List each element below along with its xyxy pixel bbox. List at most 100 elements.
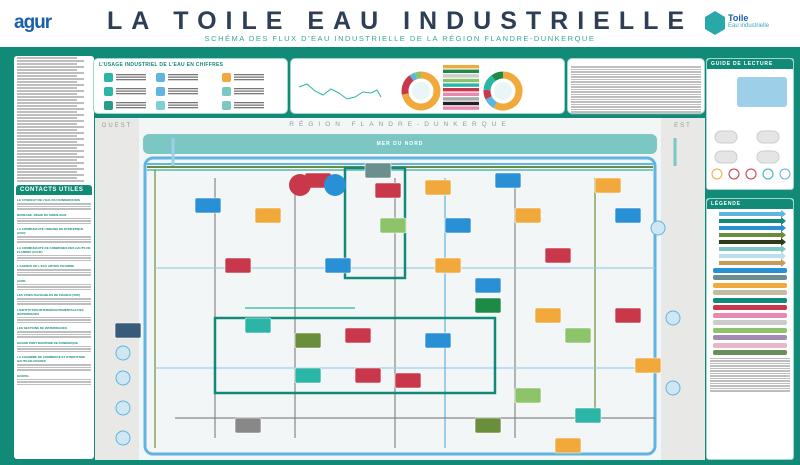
text-line [571,71,701,73]
water-source-icon [115,430,131,446]
contacts-title: CONTACTS UTILES [16,185,92,195]
facility-node [424,179,452,196]
water-source-icon [115,370,131,386]
text-line [571,68,701,70]
legend-flow-arrow [719,245,786,253]
text-line [17,138,84,140]
text-line [17,108,84,110]
text-line [17,220,91,222]
text-line [17,286,91,288]
figure-icon [222,87,231,96]
credits-line [710,387,790,389]
contact-heading: ECOPAL [17,373,30,378]
text-line [571,78,701,80]
text-line [17,72,84,74]
text-line [571,66,701,68]
legend-category [713,335,787,340]
legend-flow-arrow [719,231,786,239]
text-line [116,74,146,76]
figure-icon [104,87,113,96]
text-line [168,93,198,95]
facility-node [554,437,582,454]
contact-heading: LA COMMUNAUTÉ DE COMMUNES DES HAUTS DE F… [17,245,91,254]
donut-segment [409,72,418,81]
credits-line [710,365,790,367]
contact-heading: AURE [17,278,26,283]
text-line [571,91,701,93]
facility-node [474,297,502,314]
text-line [571,111,701,113]
text-line [17,378,91,380]
legend-flow-arrow [719,210,786,218]
text-line [17,205,91,207]
text-line [17,174,84,176]
text-line [571,108,701,110]
credits-line [710,375,790,377]
text-line [17,259,91,261]
text-line [571,101,701,103]
legend-swatch [443,74,479,78]
text-line [234,88,264,90]
text-line [17,177,77,179]
facility-node [244,317,272,334]
text-line [17,238,91,240]
legend-category [713,297,787,303]
facility-node [364,162,392,179]
donut-segment [483,75,496,91]
credits-line [710,377,790,379]
legend-panel: LÉGENDE [706,198,794,460]
guide-symbol-icon [711,168,723,180]
facility-node [424,332,452,349]
figures-icons [104,73,264,110]
treatment-plant [324,174,346,196]
text-line [17,120,84,122]
header: agur LA TOILE EAU INDUSTRIELLE SCHÉMA DE… [0,0,800,47]
legend-title: LÉGENDE [707,199,793,209]
text-line [17,333,91,335]
notes-card [567,58,705,115]
page-subtitle: SCHÉMA DES FLUX D'EAU INDUSTRIELLE DE LA… [204,34,596,43]
text-line [17,350,91,352]
credits-line [710,362,790,364]
text-line [571,88,701,90]
text-line [571,96,701,98]
text-line [17,66,84,68]
facility-node [544,247,572,264]
credits-line [710,372,790,374]
contact-heading: LES SECTIONS DE WATERINGUES [17,326,67,330]
text-line [116,104,146,106]
text-line [17,257,91,259]
text-line [168,88,198,90]
figure-icon [156,73,165,82]
text-line [17,269,91,271]
donut-segment [491,71,504,82]
text-line [571,86,701,88]
text-line [168,107,198,109]
figure-icon [156,87,165,96]
text-line [116,76,146,78]
donut-segment [401,71,441,111]
text-line [17,159,77,161]
legend-swatch [443,83,479,87]
stats-charts [298,65,523,111]
text-line [571,93,701,95]
text-line [17,129,77,131]
guide-symbol-icon [745,168,757,180]
donut-segment [483,89,492,100]
facility-node [594,177,622,194]
text-line [17,168,84,170]
credits-line [710,380,790,382]
text-line [17,162,84,164]
legend-category [713,290,787,295]
industrial-zone [213,316,497,395]
legend-flow-arrow [719,252,786,260]
facility-node [564,327,592,344]
facility-node [324,257,352,274]
water-drop-icon [494,82,512,100]
guide-shape [714,130,738,144]
guide-example-node [737,77,787,107]
legend-swatch [443,101,479,106]
reading-guide: GUIDE DE LECTURE [706,58,794,190]
facility-node [114,322,142,339]
credits-line [710,357,790,359]
